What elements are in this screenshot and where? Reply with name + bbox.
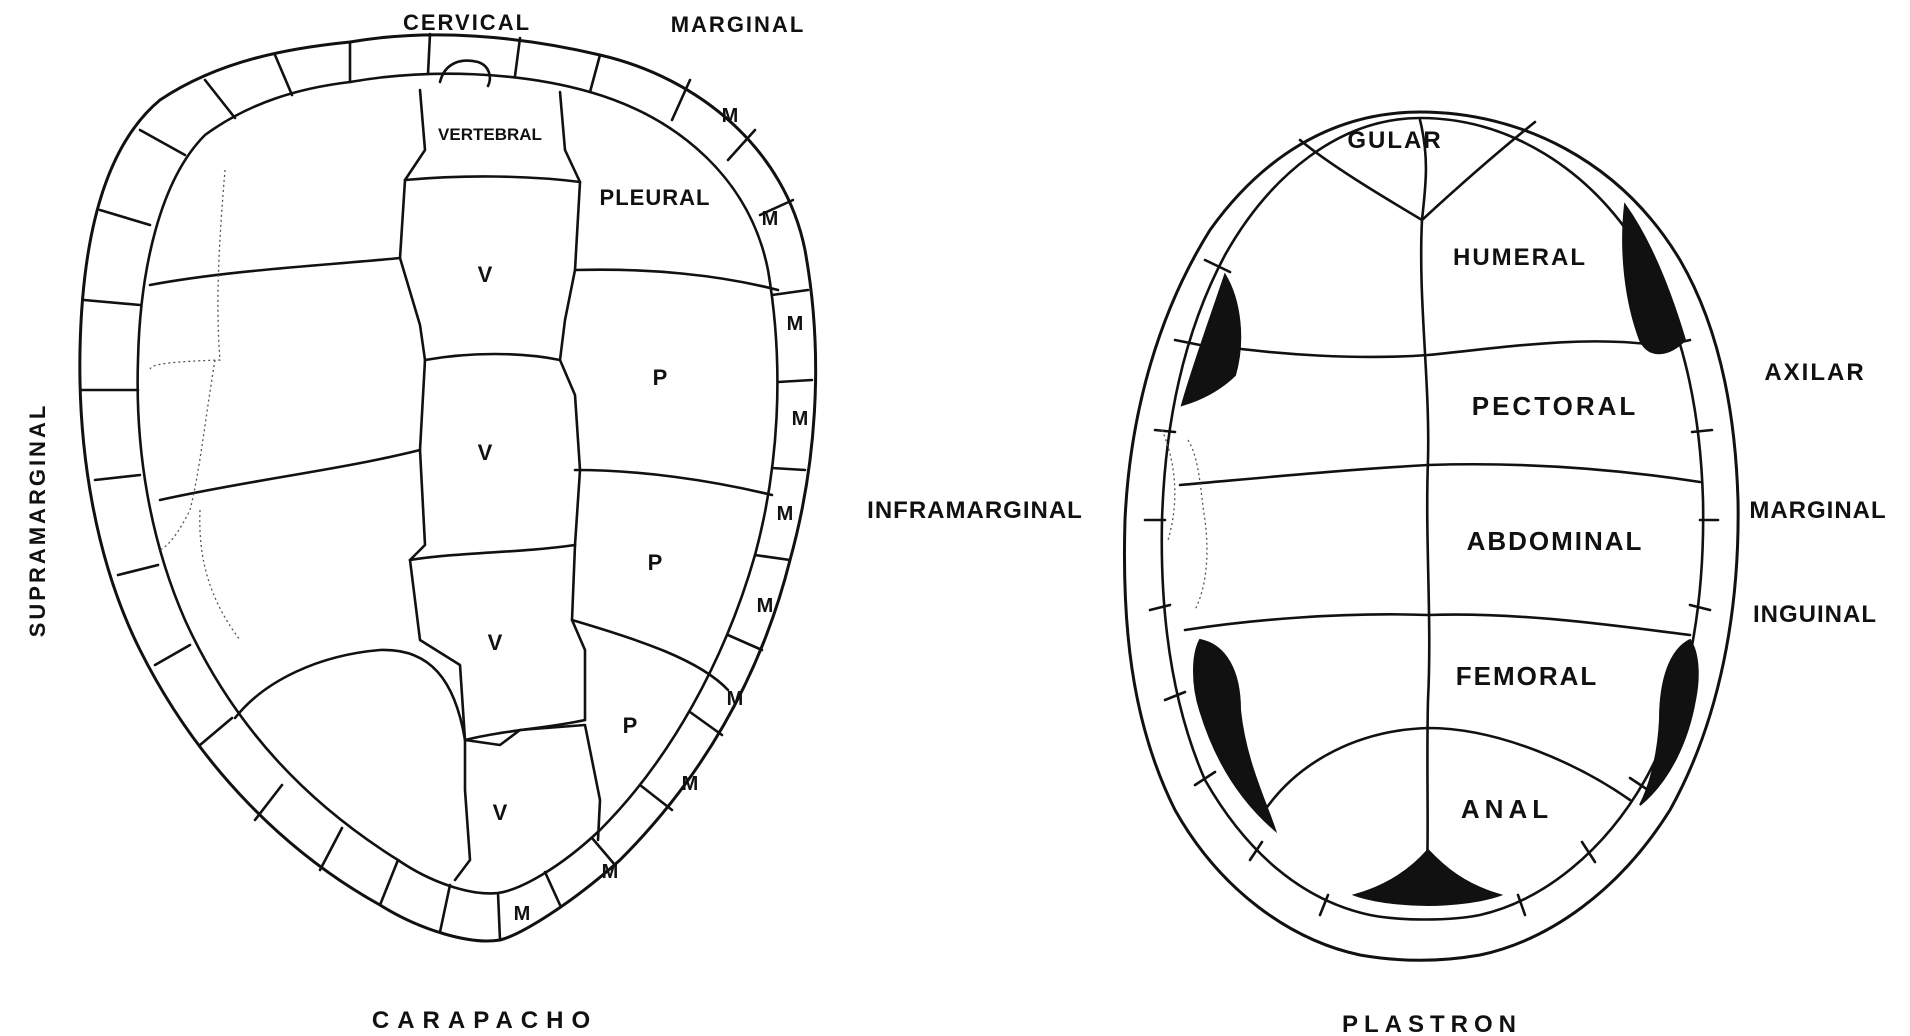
carapace-label-v-2: V [478,440,493,465]
carapace-label-m-1: M [722,105,739,127]
carapace-label-m-10: M [514,903,531,925]
label-humeral: HUMERAL [1453,244,1587,271]
label-pleural: PLEURAL [600,185,711,210]
carapace-label-p-1: P [653,365,668,390]
carapace-label-p-2: P [648,550,663,575]
label-inguinal: INGUINAL [1753,601,1877,628]
label-inframarginal: INFRAMARGINAL [867,497,1083,524]
label-marginal-right: MARGINAL [1749,497,1886,524]
label-vertebral: VERTEBRAL [438,125,542,144]
carapace-drawing [80,34,816,941]
label-femoral: FEMORAL [1456,661,1599,691]
label-abdominal: ABDOMINAL [1467,526,1644,556]
label-anal: ANAL [1461,794,1553,824]
carapace-label-m-7: M [727,688,744,710]
carapace-label-m-3: M [787,313,804,335]
carapace-label-m-6: M [757,595,774,617]
label-supramarginal: SUPRAMARGINAL [25,403,50,638]
label-marginal-top: MARGINAL [671,12,806,37]
carapace-label-v-3: V [488,630,503,655]
label-carapacho: CARAPACHO [372,1007,598,1034]
carapace-label-v-4: V [493,800,508,825]
label-pectoral: PECTORAL [1472,391,1639,421]
label-gular: GULAR [1347,127,1442,154]
plastron-drawing [1124,112,1738,960]
carapace-label-m-5: M [777,503,794,525]
label-plastron: PLASTRON [1342,1011,1522,1036]
carapace-outer-outline [80,35,816,941]
carapace-label-p-3: P [623,713,638,738]
carapace-label-v-1: V [478,262,493,287]
carapace-label-m-8: M [682,773,699,795]
carapace-label-m-9: M [602,861,619,883]
label-cervical: CERVICAL [403,10,531,35]
carapace-label-m-2: M [762,208,779,230]
label-axilar: AXILAR [1764,359,1865,386]
carapace-label-m-4: M [792,408,809,430]
